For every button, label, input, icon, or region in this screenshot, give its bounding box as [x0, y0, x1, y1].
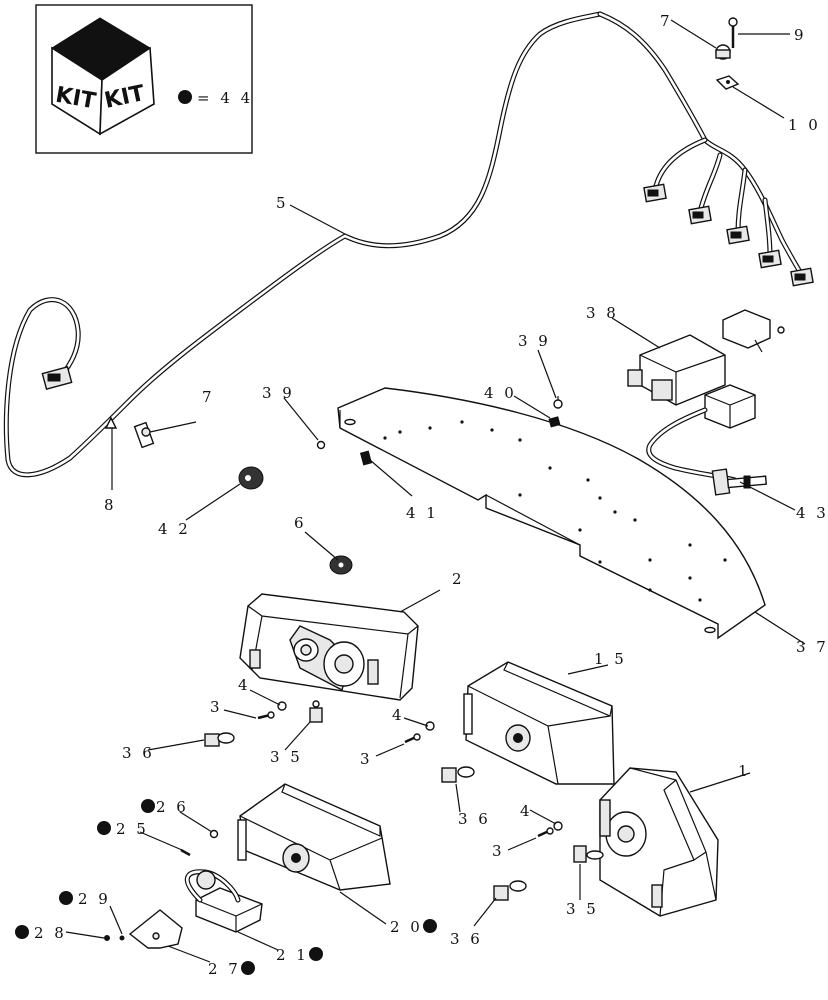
bulb-socket-part-35 [573, 845, 604, 863]
screw-part-39 [553, 396, 563, 409]
kit-bullet-icon [423, 919, 437, 933]
callout-6: 6 [294, 514, 307, 532]
callout-28: 2 8 [34, 924, 67, 942]
kit-legend: KIT KIT = 4 4 [35, 4, 253, 154]
callout-4-mid: 4 [392, 706, 405, 724]
flasher-part-21 [185, 869, 263, 933]
screw-part-9 [728, 17, 738, 48]
callout-36: 3 6 [122, 744, 155, 762]
washer-part-4 [425, 721, 435, 731]
harness-connector [41, 366, 73, 390]
kit-bullet-icon [15, 925, 29, 939]
kit-bullets [15, 799, 437, 975]
grommet-part-6 [329, 555, 353, 575]
callout-35-right: 3 5 [566, 900, 599, 918]
nut-part-29 [119, 935, 125, 941]
harness-connector [790, 267, 814, 287]
bracket-part-27 [128, 909, 183, 949]
bulb-part-36 [493, 880, 527, 901]
callout-26: 2 6 [156, 798, 189, 816]
callout-41: 4 1 [406, 504, 439, 522]
callout-4: 4 [238, 676, 251, 694]
callout-2: 2 [452, 570, 465, 588]
bulb-socket-part-35 [309, 700, 323, 723]
callout-36-right: 3 6 [450, 930, 483, 948]
kit-bullet-icon [97, 821, 111, 835]
nut-part-40 [548, 416, 561, 428]
harness-connector [688, 205, 712, 225]
bracket-part [722, 309, 785, 353]
lamp-assembly-part-20 [237, 783, 391, 891]
harness-connector [643, 183, 667, 203]
screw-part-3 [537, 827, 554, 838]
washer-part-4 [277, 701, 287, 711]
bulb-part-36 [204, 732, 235, 747]
callout-37: 3 7 [796, 638, 828, 656]
clip-part-41 [359, 450, 373, 466]
screw-part-3 [404, 733, 421, 744]
callout-3-mid: 3 [360, 750, 373, 768]
callout-10: 1 0 [788, 116, 821, 134]
module-part-38 [627, 334, 756, 483]
kit-bullet-icon [241, 961, 255, 975]
callout-27: 2 7 [208, 960, 241, 978]
callout-21: 2 1 [276, 946, 309, 964]
screw-part-3 [257, 711, 275, 720]
lamp-assembly-part-15 [463, 661, 615, 785]
grommet-part-42 [238, 466, 264, 490]
clamp-part-7-left [133, 421, 155, 449]
screw-part-25 [180, 848, 191, 857]
kit-bullet-icon [309, 947, 323, 961]
callout-40: 4 0 [484, 384, 517, 402]
sensor-part-43 [711, 468, 768, 496]
panel-part-37 [337, 387, 766, 640]
callout-7: 7 [660, 12, 673, 30]
kit-equals-text: = 4 4 [197, 89, 253, 107]
screw-part-39-left [316, 440, 326, 450]
harness-connector [758, 249, 782, 269]
callout-labels: 7 9 1 0 5 3 8 3 9 4 0 3 9 7 4 1 8 4 2 6 … [34, 12, 828, 978]
kit-cube-icon: KIT KIT [51, 17, 155, 136]
harness-connector [726, 225, 750, 245]
callout-38: 3 8 [586, 304, 619, 322]
nut-part-10 [715, 75, 740, 90]
lamp-assembly-part-2 [239, 593, 419, 701]
callout-29: 2 9 [78, 890, 111, 908]
callout-42: 4 2 [158, 520, 191, 538]
callout-3: 3 [210, 698, 223, 716]
callout-7-left: 7 [202, 388, 215, 406]
callout-20: 2 0 [390, 918, 423, 936]
callout-4-right: 4 [520, 802, 533, 820]
callout-1: 1 [738, 762, 751, 780]
kit-bullet-icon [178, 90, 192, 104]
bulb-part-36 [441, 766, 475, 783]
callout-36-mid: 3 6 [458, 810, 491, 828]
leader-lines [65, 19, 806, 963]
callout-8: 8 [104, 496, 117, 514]
screw-part-28 [104, 935, 110, 941]
clip-part-8 [104, 416, 118, 429]
callout-39-left: 3 9 [262, 384, 295, 402]
lamp-assembly-part-1 [599, 767, 719, 917]
callout-35: 3 5 [270, 748, 303, 766]
kit-bullet-icon [141, 799, 155, 813]
callout-3-right: 3 [492, 842, 505, 860]
callout-43: 4 3 [796, 504, 828, 522]
callout-25: 2 5 [116, 820, 149, 838]
callout-15: 1 5 [594, 650, 627, 668]
kit-bullet-icon [59, 891, 73, 905]
callout-39: 3 9 [518, 332, 551, 350]
clamp-part-7-top [715, 44, 731, 60]
callout-5: 5 [276, 194, 289, 212]
washer-part-26 [209, 829, 219, 839]
wire-harness [3, 11, 814, 478]
callout-9: 9 [794, 26, 807, 44]
